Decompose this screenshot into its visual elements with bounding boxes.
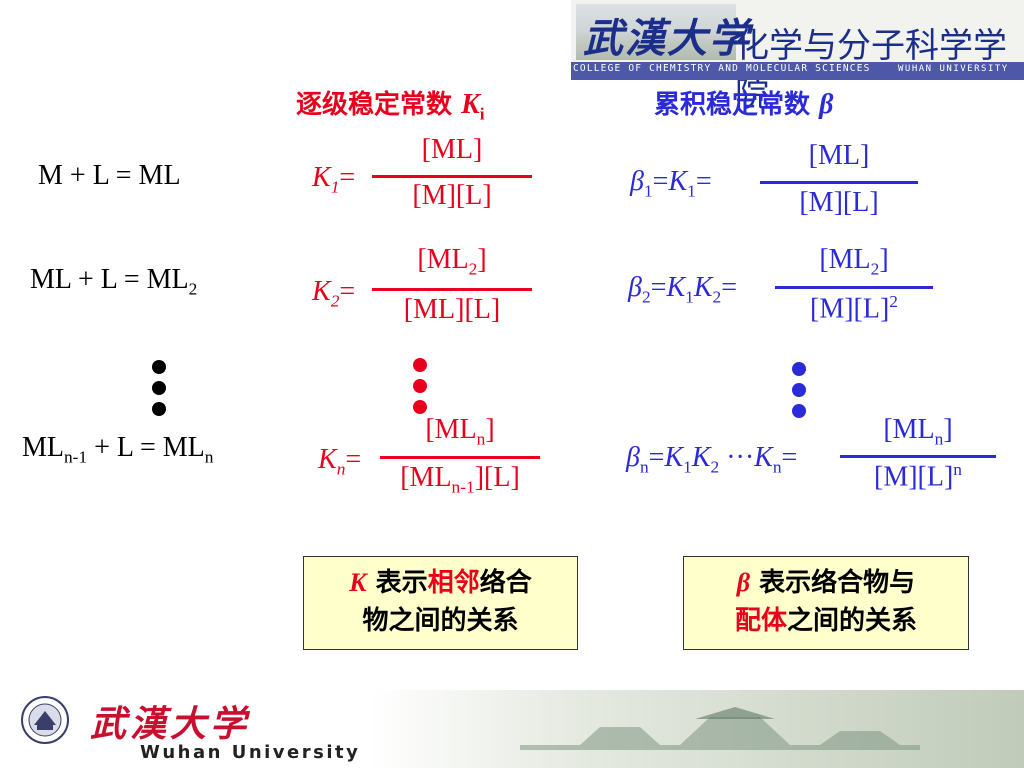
beta1-denominator: [M][L] [799, 187, 879, 218]
k1-fraction-bar [372, 175, 532, 178]
stepwise-heading-text: 逐级稳定常数 [296, 90, 453, 120]
reaction-2: ML + L = ML2 [30, 264, 198, 299]
beta2-label: β2=K1K2= [628, 272, 737, 307]
reaction-1: M + L = ML [38, 160, 181, 191]
stepwise-note-line-2: 物之间的关系 [362, 606, 519, 636]
stepwise-symbol: K [461, 89, 480, 120]
stepwise-ellipsis [413, 358, 427, 414]
footer-campus-image [370, 690, 1024, 768]
beta1-numerator: [ML] [808, 140, 870, 171]
cumulative-symbol: β [819, 89, 834, 120]
k2-label: K2= [312, 276, 356, 311]
k2-numerator: [ML2] [417, 244, 487, 279]
beta2-numerator: [ML2] [819, 244, 889, 279]
cumulative-ellipsis [792, 362, 806, 418]
k1-label: K1= [312, 162, 356, 197]
betan-numerator: [MLn] [883, 414, 953, 449]
kn-denominator: [MLn-1][L] [400, 462, 520, 497]
kn-numerator: [MLn] [425, 414, 495, 449]
k2-fraction-bar [372, 288, 532, 291]
university-calligraphy-logo: 武漢大学 [583, 15, 751, 62]
beta2-fraction-bar [775, 286, 933, 289]
header-english-bar [571, 62, 1024, 80]
cumulative-heading: 累积稳定常数 β [654, 84, 833, 121]
cumulative-note-line-1: β 表示络合物与 [736, 568, 916, 598]
footer-university-calligraphy: 武漢大学 [90, 703, 251, 745]
cumulative-note-box: β 表示络合物与 配体之间的关系 [683, 556, 969, 650]
cumulative-note-line-2: 配体之间的关系 [734, 606, 918, 636]
beta1-label: β1=K1= [630, 166, 712, 201]
beta1-fraction-bar [760, 181, 918, 184]
k2-denominator: [ML][L] [403, 294, 501, 325]
campus-buildings-illustration [520, 707, 920, 750]
reaction-n: MLn-1 + L = MLn [22, 432, 214, 467]
kn-fraction-bar [380, 456, 540, 459]
stepwise-heading: 逐级稳定常数 Ki [296, 84, 485, 125]
stepwise-symbol-sub: i [479, 104, 485, 124]
campus-photo [576, 4, 736, 60]
stepwise-note-box: K 表示相邻络合 物之间的关系 [303, 556, 578, 650]
stepwise-note-line-1: K 表示相邻络合 [349, 568, 532, 598]
university-seal-logo [21, 696, 69, 744]
reaction-ellipsis [152, 360, 166, 416]
betan-denominator: [M][L]n [874, 460, 962, 493]
college-english-name: COLLEGE OF CHEMISTRY AND MOLECULAR SCIEN… [573, 63, 871, 74]
kn-label: Kn= [318, 444, 362, 479]
k1-numerator: [ML] [421, 134, 483, 165]
beta2-denominator: [M][L]2 [810, 292, 898, 325]
footer-university-english: Wuhan University [140, 742, 361, 763]
betan-label: βn=K1K2 ···Kn= [626, 442, 798, 477]
cumulative-heading-text: 累积稳定常数 [654, 90, 811, 120]
k1-denominator: [M][L] [412, 180, 492, 211]
college-name: 化学与分子科学学院 [735, 26, 1007, 115]
betan-fraction-bar [840, 455, 996, 458]
university-english-name: WUHAN UNIVERSITY [898, 64, 1009, 74]
